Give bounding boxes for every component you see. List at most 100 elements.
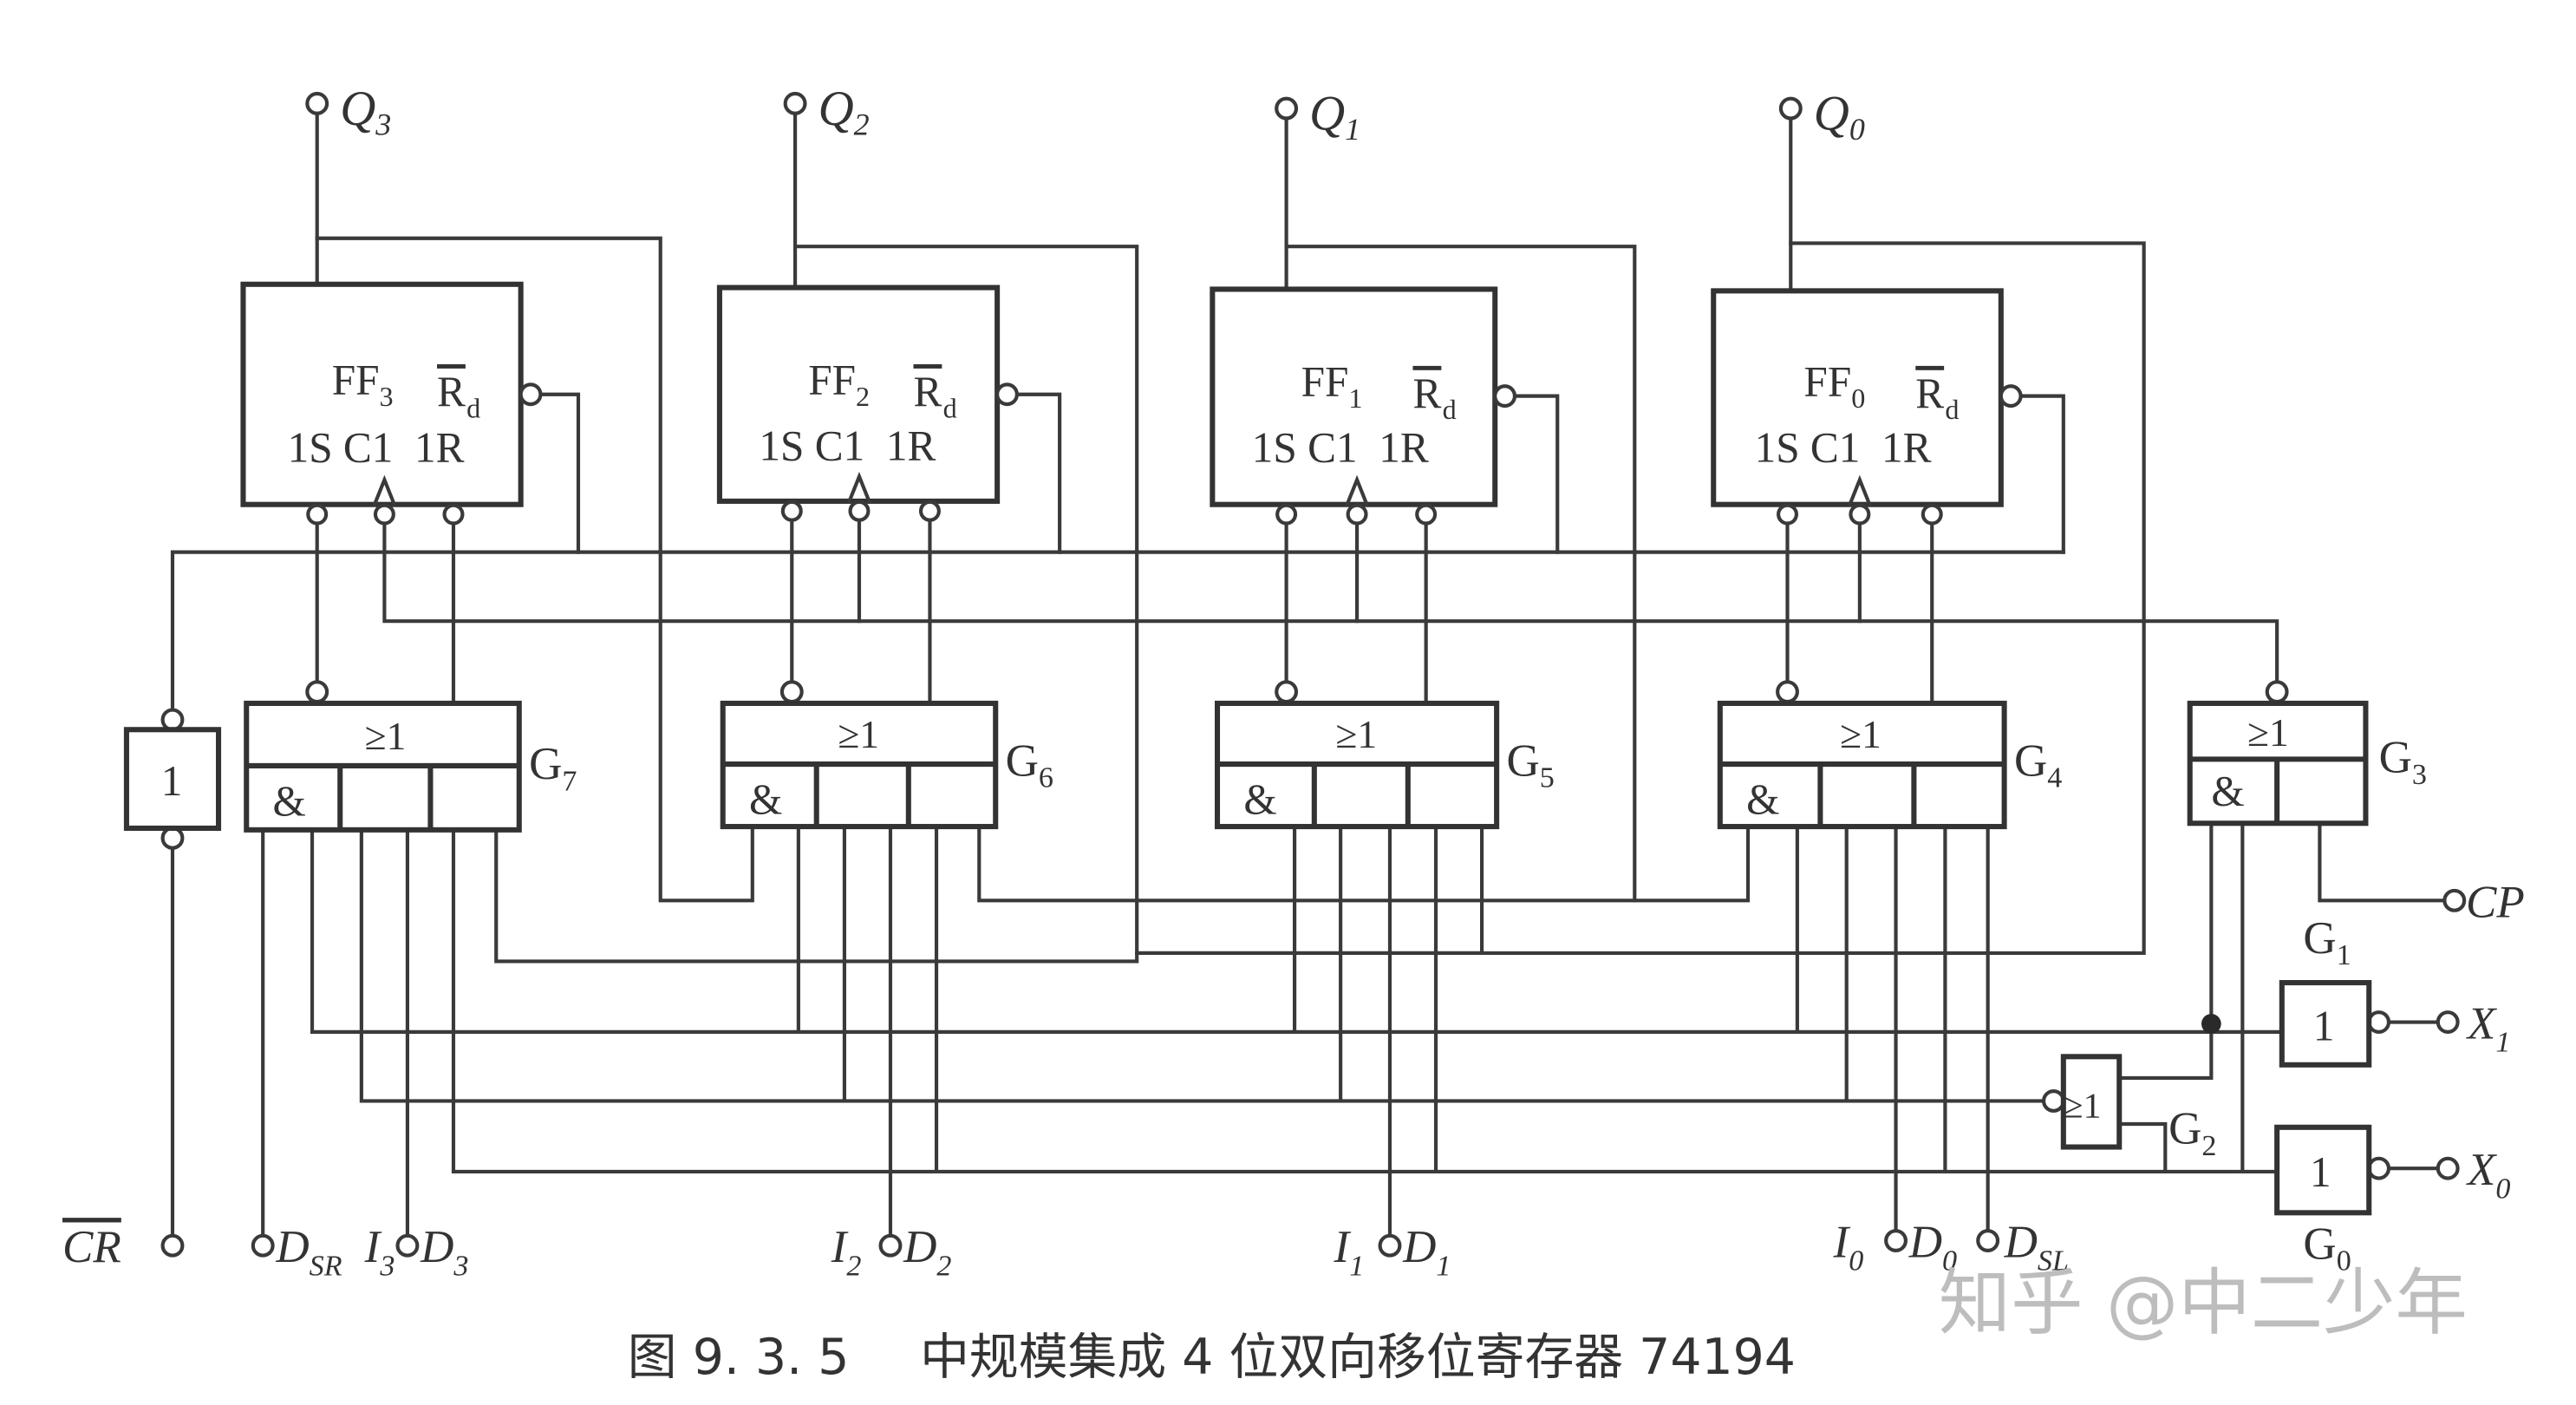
dsl-terminal[interactable] bbox=[1976, 1229, 2000, 1252]
svg-text:I3: I3 bbox=[364, 1222, 395, 1282]
output-terminals: Q3 Q2 Q1 Q0 bbox=[305, 82, 1865, 147]
svg-text:≥1: ≥1 bbox=[1335, 712, 1377, 756]
g7-s0b-wire bbox=[359, 824, 2046, 1103]
svg-text:1S C1 1R: 1S C1 1R bbox=[1252, 423, 1429, 471]
svg-text:FF1: FF1 bbox=[1301, 358, 1363, 414]
cp-label: CP bbox=[2466, 877, 2525, 927]
svg-text:d: d bbox=[1945, 394, 1959, 425]
g3-s1-wire bbox=[2209, 824, 2283, 1034]
svg-text:Q1: Q1 bbox=[1309, 87, 1360, 147]
svg-text:R: R bbox=[914, 368, 942, 415]
svg-text:d: d bbox=[943, 392, 957, 423]
wires bbox=[170, 109, 2450, 1238]
svg-text:D1: D1 bbox=[1402, 1222, 1451, 1282]
svg-text:I1: I1 bbox=[1334, 1222, 1365, 1282]
svg-text:Q0: Q0 bbox=[1814, 87, 1865, 147]
svg-text:1: 1 bbox=[161, 757, 183, 805]
cr-bus bbox=[170, 550, 2065, 712]
flipflop-ff2: FF2 R d 1S C1 1R bbox=[716, 284, 1001, 504]
figure-number: 图 9. 3. 5 bbox=[628, 1329, 850, 1386]
svg-text:DSL: DSL bbox=[2004, 1217, 2069, 1277]
g7-s1-wire bbox=[310, 824, 2214, 1034]
svg-text:Q3: Q3 bbox=[340, 82, 391, 141]
cr-inverter: 1 bbox=[123, 727, 222, 831]
clock-bus bbox=[382, 524, 2279, 684]
q3-terminal[interactable] bbox=[305, 91, 329, 115]
q3-feedback-wire bbox=[315, 236, 754, 903]
g2-out-a bbox=[2117, 1029, 2214, 1081]
svg-text:≥1: ≥1 bbox=[2064, 1086, 2102, 1126]
q1-right-feedback bbox=[977, 824, 1637, 903]
svg-text:FF2: FF2 bbox=[808, 356, 870, 412]
junction-dot bbox=[2201, 1014, 2221, 1034]
svg-text:G1: G1 bbox=[2303, 913, 2351, 971]
gate-g4: ≥1 & G4 bbox=[1717, 700, 2062, 830]
svg-text:G5: G5 bbox=[1507, 735, 1555, 794]
svg-text:R: R bbox=[1413, 369, 1442, 417]
q0-feedback-wire bbox=[1135, 241, 2146, 956]
svg-text:d: d bbox=[466, 392, 480, 423]
svg-text:≥1: ≥1 bbox=[838, 712, 879, 756]
q1-terminal[interactable] bbox=[1275, 96, 1299, 121]
d0-terminal[interactable] bbox=[1884, 1229, 1908, 1252]
watermark: 知乎 @中二少年 bbox=[1939, 1261, 2468, 1345]
flipflop-ff0: FF0 R d 1S C1 1R bbox=[1711, 288, 2004, 507]
svg-text:D2: D2 bbox=[903, 1222, 951, 1282]
x0-terminal[interactable] bbox=[2436, 1156, 2460, 1180]
d1-terminal[interactable] bbox=[1378, 1233, 1402, 1258]
svg-text:G7: G7 bbox=[529, 739, 577, 797]
d2-terminal[interactable] bbox=[878, 1233, 903, 1258]
q0-terminal[interactable] bbox=[1778, 96, 1803, 121]
svg-text:≥1: ≥1 bbox=[2247, 710, 2289, 755]
gate-g1: 1 G1 bbox=[2279, 913, 2372, 1068]
g3-cp-wire bbox=[2318, 824, 2450, 903]
rd3-wire bbox=[540, 392, 581, 554]
svg-text:≥1: ≥1 bbox=[365, 714, 407, 758]
x1-terminal[interactable] bbox=[2436, 1010, 2460, 1034]
flipflop-ff1: FF1 R d 1S C1 1R bbox=[1210, 286, 1498, 507]
d3-terminal[interactable] bbox=[395, 1233, 420, 1258]
svg-text:G4: G4 bbox=[2014, 735, 2062, 794]
svg-text:X0: X0 bbox=[2466, 1145, 2510, 1205]
gate-g3: ≥1 & G3 bbox=[2187, 700, 2427, 827]
svg-text:1S C1 1R: 1S C1 1R bbox=[1755, 423, 1932, 471]
input-terminals: CR DSR I3 D3 I2 D2 I1 D1 I0 D0 DSL CP X1… bbox=[62, 877, 2525, 1282]
cp-terminal[interactable] bbox=[2442, 888, 2467, 912]
g2-out-b bbox=[2117, 1121, 2168, 1174]
gate-g0: 1 G0 bbox=[2274, 1124, 2372, 1278]
svg-text:I2: I2 bbox=[831, 1222, 862, 1282]
svg-text:1S C1 1R: 1S C1 1R bbox=[759, 422, 936, 470]
svg-text:R: R bbox=[1915, 369, 1944, 417]
svg-text:G2: G2 bbox=[2168, 1104, 2216, 1162]
svg-text:&: & bbox=[2211, 767, 2244, 814]
svg-text:FF0: FF0 bbox=[1803, 358, 1865, 414]
svg-text:X1: X1 bbox=[2466, 998, 2510, 1058]
svg-text:G0: G0 bbox=[2303, 1219, 2351, 1277]
svg-text:FF3: FF3 bbox=[332, 356, 394, 412]
svg-text:G3: G3 bbox=[2379, 733, 2427, 791]
rd0-wire bbox=[2020, 394, 2065, 554]
bubbles bbox=[160, 382, 2391, 1180]
gate-g6: ≥1 & G6 bbox=[720, 700, 1053, 830]
cr-terminal[interactable] bbox=[160, 1233, 185, 1258]
rd1-wire bbox=[1514, 394, 1560, 554]
gate-g2: ≥1 G2 bbox=[2060, 1054, 2216, 1162]
svg-text:&: & bbox=[1243, 775, 1276, 823]
svg-text:1S C1 1R: 1S C1 1R bbox=[288, 423, 465, 471]
svg-text:d: d bbox=[1443, 394, 1457, 425]
dsr-terminal[interactable] bbox=[251, 1233, 275, 1258]
svg-text:&: & bbox=[749, 775, 782, 823]
g7-x0-wire bbox=[451, 824, 2279, 1174]
svg-text:DSR: DSR bbox=[275, 1222, 342, 1282]
svg-text:1: 1 bbox=[2313, 1002, 2335, 1049]
svg-text:1: 1 bbox=[2310, 1148, 2331, 1196]
q2-terminal[interactable] bbox=[783, 91, 807, 115]
svg-text:G6: G6 bbox=[1006, 735, 1053, 794]
q2-feedback-wire bbox=[494, 245, 1139, 964]
svg-text:&: & bbox=[273, 777, 306, 825]
svg-text:I0: I0 bbox=[1833, 1217, 1864, 1277]
svg-text:≥1: ≥1 bbox=[1840, 712, 1881, 756]
gate-g5: ≥1 & G5 bbox=[1214, 700, 1555, 830]
svg-text:R: R bbox=[437, 368, 466, 415]
